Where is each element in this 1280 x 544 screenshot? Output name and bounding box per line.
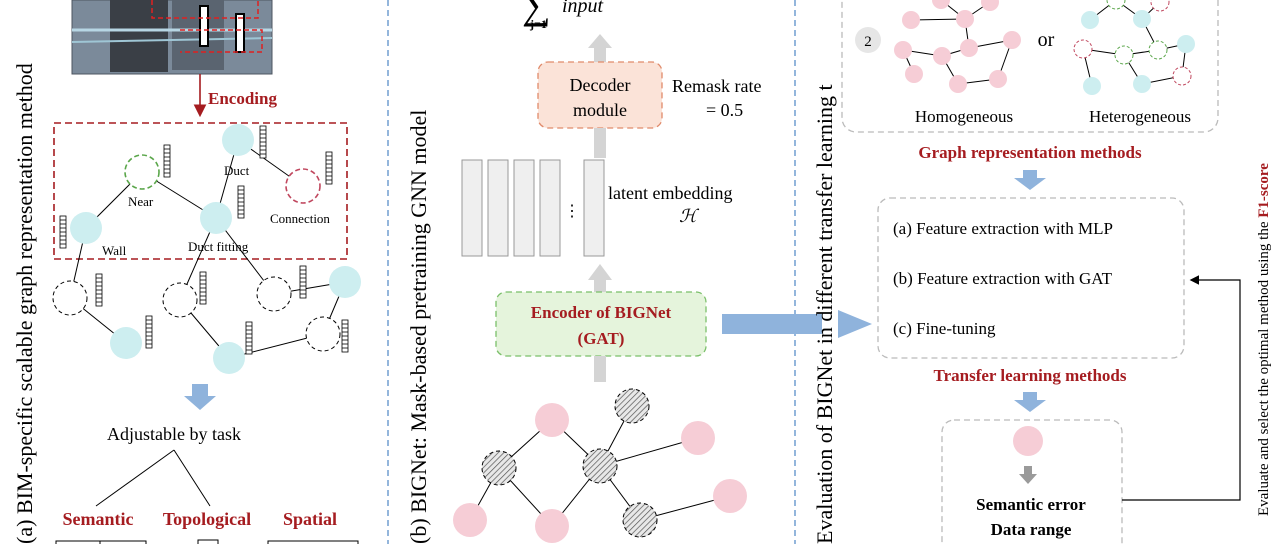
semantic-label: Semantic	[63, 509, 134, 529]
graph-representation-box	[841, 0, 1219, 133]
method-a: (a) Feature extraction with MLP	[893, 219, 1113, 238]
feature-vector	[163, 144, 171, 178]
encoder-label-line1: Encoder of BIGNet	[531, 303, 672, 322]
transfer-methods-box	[877, 197, 1185, 359]
decoder-label-line2: module	[573, 100, 627, 120]
decoder-label-line1: Decoder	[570, 75, 631, 95]
feature-vector	[145, 315, 153, 349]
evaluation-side-text: Evaluate and select the optimal method u…	[1256, 163, 1272, 516]
evaluation-node	[1013, 426, 1043, 456]
graph-node	[52, 280, 88, 316]
graph-representation-methods-label: Graph representation methods	[918, 143, 1142, 162]
graph-node	[256, 276, 292, 312]
panel-c: Evaluation of BIGNet in different transf…	[812, 0, 1272, 544]
node-near-label: Near	[128, 194, 154, 209]
node-connection	[285, 168, 321, 204]
panel-b-title: (b) BIGNet: Mask-based pretraining GNN m…	[406, 110, 431, 544]
sum-symbol: ∑	[522, 0, 551, 27]
adjustable-label: Adjustable by task	[107, 424, 241, 444]
step-badge-number: 2	[864, 34, 872, 50]
feature-vector	[245, 321, 253, 355]
up-arrow	[588, 34, 612, 62]
panel-c-title: Evaluation of BIGNet in different transf…	[812, 84, 837, 544]
sum-index: j=1	[529, 17, 547, 31]
remask-rate-line1: Remask rate	[672, 76, 761, 96]
graph-node	[453, 503, 487, 537]
bim-model-image	[71, 0, 273, 75]
topological-label: Topological	[163, 509, 251, 529]
heterogeneous-graph	[1082, 0, 1187, 87]
down-arrow	[1014, 170, 1046, 190]
connector-bar	[594, 356, 606, 382]
graph-node	[535, 509, 569, 543]
panel-a: (a) BIM-specific scalable graph represen…	[12, 0, 361, 544]
graph-node	[535, 403, 569, 437]
sum-term: input	[562, 0, 604, 17]
masked-node	[614, 388, 650, 424]
node-duct-fitting-label: Duct fitting	[188, 239, 249, 254]
node-wall	[70, 212, 102, 244]
down-arrow	[1014, 392, 1046, 412]
node-duct	[222, 124, 254, 156]
step-badge	[855, 27, 881, 53]
graph-node	[305, 316, 341, 352]
method-b: (b) Feature extraction with GAT	[893, 269, 1113, 288]
feature-vector	[325, 151, 333, 185]
node-wall-label: Wall	[102, 243, 127, 258]
heterogeneous-nodes	[1073, 0, 1195, 95]
feedback-line	[1122, 275, 1241, 501]
masked-node	[622, 502, 658, 538]
latent-embedding-label: latent embedding	[608, 183, 732, 203]
encoder-label-line2: (GAT)	[578, 329, 625, 348]
remask-rate-line2: = 0.5	[706, 100, 743, 120]
encoding-label: Encoding	[208, 89, 277, 108]
homogeneous-label: Homogeneous	[915, 107, 1013, 126]
feature-vector	[95, 273, 103, 307]
or-text: or	[1038, 29, 1055, 51]
transfer-arrow-shaft	[722, 314, 822, 334]
method-c: (c) Fine-tuning	[893, 319, 996, 338]
encoding-box	[53, 122, 348, 260]
graph-node	[162, 282, 198, 318]
side-text-plain: Evaluate and select the optimal method u…	[1256, 218, 1272, 516]
masked-node	[481, 450, 517, 486]
masked-node	[582, 448, 618, 484]
spatial-label: Spatial	[283, 509, 337, 529]
feature-vector	[299, 265, 307, 299]
sub-tree-stubs	[55, 539, 359, 544]
graph-node	[213, 342, 245, 374]
graph-node	[110, 327, 142, 359]
feature-vector	[59, 215, 67, 249]
node-near	[124, 154, 160, 190]
evaluation-box	[941, 419, 1123, 544]
node-duct-fitting	[200, 202, 232, 234]
heterogeneous-label: Heterogeneous	[1089, 107, 1191, 126]
feature-vector	[341, 319, 349, 353]
transfer-learning-methods-label: Transfer learning methods	[934, 366, 1127, 385]
latent-embedding-symbol: ℋ	[679, 206, 700, 226]
connector-bar	[594, 128, 606, 158]
feature-vector	[199, 271, 207, 305]
data-range-label: Data range	[991, 520, 1072, 539]
side-text-bold: F1-score	[1256, 163, 1272, 218]
homogeneous-nodes	[894, 0, 1021, 93]
graph-node	[329, 266, 361, 298]
graph-node	[713, 479, 747, 513]
node-connection-label: Connection	[270, 211, 330, 226]
panel-b: (b) BIGNet: Mask-based pretraining GNN m…	[406, 0, 761, 544]
semantic-error-label: Semantic error	[976, 495, 1086, 514]
small-down-arrow	[1019, 466, 1037, 484]
embedding-ellipsis: ⋮	[564, 203, 580, 220]
node-duct-label: Duct	[224, 163, 250, 178]
transfer-arrow-head	[838, 310, 872, 338]
graph-node	[681, 421, 715, 455]
up-arrow	[588, 264, 612, 292]
latent-embedding-stack	[461, 159, 605, 257]
feature-vector	[237, 185, 245, 219]
feature-vector	[259, 125, 267, 159]
down-arrow	[184, 384, 216, 410]
panel-a-title: (a) BIM-specific scalable graph represen…	[12, 63, 37, 544]
